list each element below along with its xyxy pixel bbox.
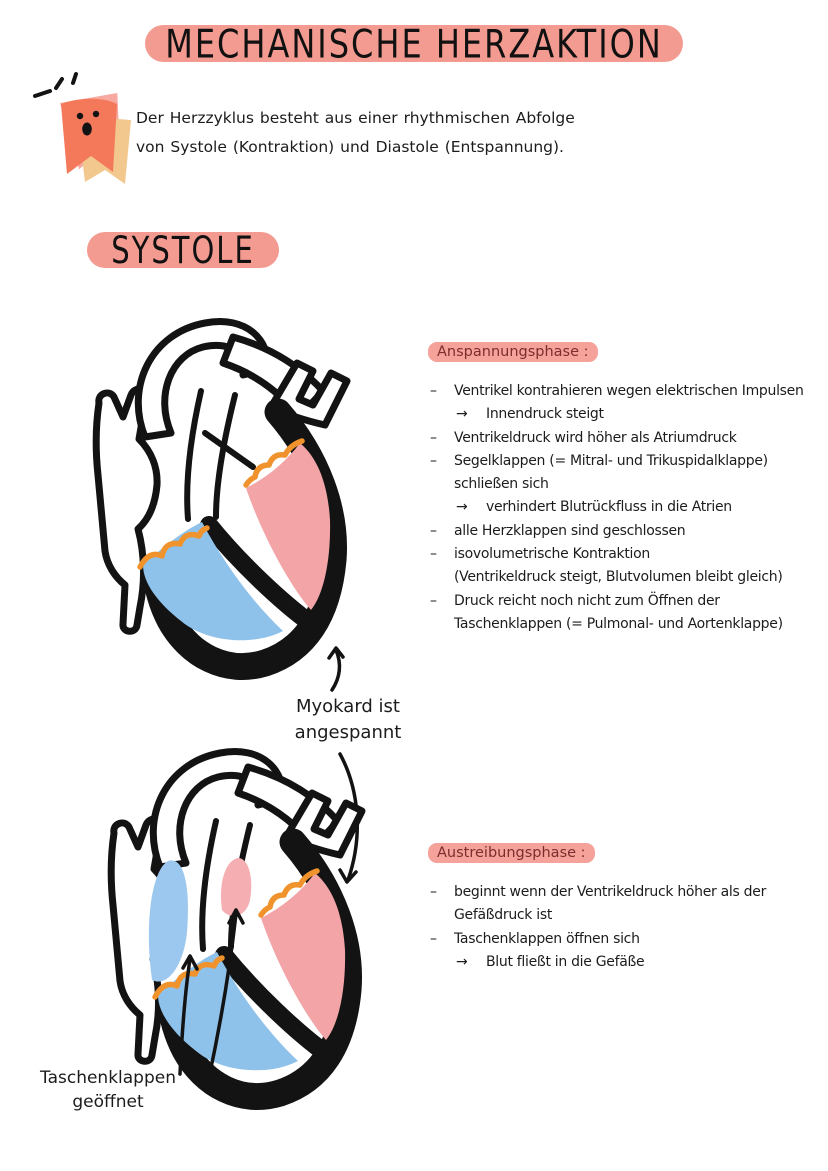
heart-diagram-ejection	[107, 748, 366, 1110]
note-line-text: Taschenklappen öffnen sich	[454, 930, 640, 947]
taschenklappen-label-line-1: Taschenklappen	[40, 1068, 176, 1088]
note-line-text: Blut fließt in die Gefäße	[486, 953, 645, 970]
note-line-text: alle Herzklappen sind geschlossen	[454, 522, 686, 539]
anspannungsphase-heading: Anspannungsphase :	[428, 342, 598, 362]
note-line: –Druck reicht noch nicht zum Öffnen der	[430, 593, 828, 616]
note-line-text: Taschenklappen (= Pulmonal- und Aortenkl…	[454, 615, 783, 632]
note-line: Gefäßdruck ist	[430, 907, 828, 930]
heart-diagram-contraction	[92, 318, 351, 680]
note-line: (Ventrikeldruck steigt, Blutvolumen blei…	[430, 569, 828, 592]
septum-wall	[215, 946, 337, 1064]
valve-arrow-icon	[206, 908, 245, 1084]
note-line-text: Druck reicht noch nicht zum Öffnen der	[454, 592, 720, 609]
note-line-text: isovolumetrische Kontraktion	[454, 546, 650, 563]
note-line: schließen sich	[430, 476, 828, 499]
dash-marker-icon: –	[430, 383, 437, 399]
anspannungsphase-heading-text: Anspannungsphase :	[437, 344, 589, 360]
open-aortic-valve-flap	[220, 858, 252, 916]
austreibungsphase-list: – beginnt wenn der Ventrikeldruck höher a…	[430, 884, 828, 977]
note-line: –Taschenklappen öffnen sich	[430, 931, 828, 954]
aorta-edge-line	[199, 818, 219, 952]
bookmark-front	[61, 98, 117, 174]
myokard-label-line-2: angespannt	[294, 722, 402, 743]
arrow-marker-icon: →	[456, 499, 468, 516]
note-line: Taschenklappen (= Pulmonal- und Aortenkl…	[430, 616, 828, 639]
note-line: –Ventrikeldruck wird höher als Atriumdru…	[430, 430, 828, 453]
aorta-edge-line	[213, 392, 238, 520]
note-line-text: verhindert Blutrückfluss in die Atrien	[486, 499, 732, 516]
note-line: → Innendruck steigt	[430, 406, 828, 429]
vena-cava-vessel	[92, 385, 161, 635]
valve-pointer-arrows	[178, 908, 245, 1084]
valve-arrow-icon	[178, 954, 199, 1076]
right-ventricle-blood	[158, 952, 298, 1071]
note-line: – beginnt wenn der Ventrikeldruck höher a…	[430, 884, 828, 907]
note-line-text: schließen sich	[454, 476, 549, 493]
myokard-label: Myokard ist angespannt	[278, 694, 418, 746]
note-line-text: (Ventrikeldruck steigt, Blutvolumen blei…	[454, 569, 783, 586]
dash-marker-icon: –	[430, 429, 437, 446]
arrow-marker-icon: →	[456, 406, 468, 423]
left-ventricle-blood	[261, 873, 346, 1040]
note-line: → Blut fließt in die Gefäße	[430, 954, 828, 977]
closed-valve-line-left	[243, 438, 305, 488]
sparkle-dashes-icon	[33, 72, 78, 98]
austreibungsphase-heading: Austreibungsphase :	[428, 843, 595, 863]
note-line-text: Gefäßdruck ist	[454, 907, 553, 924]
taschenklappen-label: Taschenklappen geöffnet	[28, 1066, 188, 1114]
open-pulmonary-valve-flap	[148, 860, 188, 982]
section-heading: SYSTOLE	[111, 228, 255, 272]
atrium-border-line	[202, 430, 256, 470]
bookmark-character-icon	[33, 72, 131, 184]
anspannungsphase-list: – Ventrikel kontrahieren wegen elektrisch…	[430, 383, 828, 639]
open-valve-line-left	[258, 868, 320, 918]
note-line-text: Innendruck steigt	[486, 406, 604, 423]
note-line: –Segelklappen (= Mitral- und Trikuspidal…	[430, 453, 828, 476]
intro-line-1: Der Herzzyklus besteht aus einer rhythmi…	[136, 109, 575, 127]
note-line-text: Segelklappen (= Mitral- und Trikuspidalk…	[454, 452, 768, 469]
intro-line-2: von Systole (Kontraktion) und Diastole (…	[136, 138, 564, 156]
closed-valve-line-right	[137, 525, 210, 570]
septum-wall	[200, 516, 322, 634]
intro-note: Der Herzzyklus besteht aus einer rhythmi…	[136, 104, 575, 162]
note-line: – Ventrikel kontrahieren wegen elektrisch…	[430, 383, 828, 406]
note-line: –isovolumetrische Kontraktion	[430, 546, 828, 569]
note-line: → verhindert Blutrückfluss in die Atrien	[430, 499, 828, 522]
surprised-face-icon	[76, 110, 100, 136]
open-valve-line-right	[152, 955, 225, 1000]
dash-marker-icon: –	[430, 930, 437, 947]
page-title: MECHANISCHE HERZAKTION	[165, 20, 663, 67]
dash-marker-icon: –	[430, 592, 437, 609]
note-line-text: beginnt wenn der Ventrikeldruck höher al…	[454, 884, 767, 900]
note-line-text: Ventrikel kontrahieren wegen elektrische…	[454, 383, 804, 399]
section-heading-highlight: SYSTOLE	[87, 228, 279, 272]
aorta-edge-line	[184, 388, 204, 522]
arrow-marker-icon: →	[456, 953, 468, 970]
note-line: –alle Herzklappen sind geschlossen	[430, 523, 828, 546]
myokard-label-line-1: Myokard ist	[295, 696, 400, 717]
curved-arrow-up-icon	[327, 646, 345, 692]
left-ventricle-blood	[246, 443, 331, 610]
dash-marker-icon: –	[430, 522, 437, 539]
page-title-highlight: MECHANISCHE HERZAKTION	[145, 20, 683, 67]
right-ventricle-blood	[143, 522, 283, 641]
dash-marker-icon: –	[430, 452, 437, 469]
austreibungsphase-heading-text: Austreibungsphase :	[437, 845, 586, 861]
note-line-text: Ventrikeldruck wird höher als Atriumdruc…	[454, 429, 737, 446]
dash-marker-icon: –	[430, 884, 437, 900]
dash-marker-icon: –	[430, 546, 437, 563]
taschenklappen-label-line-2: geöffnet	[72, 1092, 144, 1112]
